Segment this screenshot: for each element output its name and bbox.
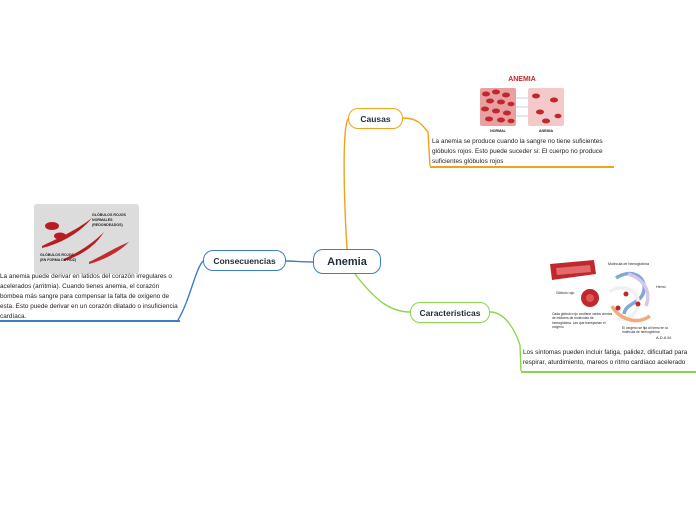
hemoglobin-image: Molécula de hemoglobina Glóbulo rojo Hem… <box>546 256 676 340</box>
label-cell-description: Cada glóbulo rojo contiene varios ciento… <box>552 312 613 329</box>
connector-consecuencias-note <box>177 260 204 321</box>
central-node[interactable]: Anemia <box>313 249 381 274</box>
image-title: ANEMIA <box>508 76 536 83</box>
label-molecule: Molécula de hemoglobina <box>608 262 649 266</box>
label-normal-3: (REDONDEADOS) <box>92 223 124 227</box>
central-label: Anemia <box>327 255 367 268</box>
label-oxygen: El oxígeno se fija al hemo en la molécul… <box>622 326 668 335</box>
connector-caracteristicas <box>354 273 411 313</box>
label-normal-1: GLÓBULOS ROJOS <box>92 212 127 217</box>
label-cell: Glóbulo rojo <box>556 291 574 295</box>
consecuencias-label: Consecuencias <box>213 255 276 266</box>
connector-causas-note <box>402 117 431 167</box>
note-causas-underline <box>430 166 614 168</box>
label-heme: Hemo <box>656 285 666 289</box>
connector-causas <box>343 118 349 250</box>
note-caracteristicas-underline <box>521 371 696 373</box>
note-consecuencias: La anemia puede derivar en latidos del c… <box>0 273 178 320</box>
sickle-cell-image: GLÓBULOS ROJOS NORMALES (REDONDEADOS) GL… <box>34 204 139 274</box>
node-caracteristicas[interactable]: Características <box>410 302 490 323</box>
connector-caracteristicas-note <box>489 311 522 372</box>
label-sickle-2: (EN FORMA DE HOZ) <box>40 258 77 262</box>
node-causas[interactable]: Causas <box>348 108 403 129</box>
label-brand: A.D.A.M. <box>656 335 672 340</box>
connector-consecuencias <box>285 260 314 263</box>
caption-normal: NORMAL <box>490 129 507 133</box>
caracteristicas-label: Características <box>419 307 481 318</box>
caption-anemia: ANEMIA <box>539 129 554 133</box>
node-consecuencias[interactable]: Consecuencias <box>203 250 286 271</box>
note-consecuencias-underline <box>0 320 180 322</box>
label-normal-2: NORMALES <box>92 218 113 222</box>
note-causas: La anemia se produce cuando la sangre no… <box>432 138 603 165</box>
note-caracteristicas: Los síntomas pueden incluir fatiga, pali… <box>523 349 688 366</box>
anemia-comparison-image: ANEMIA NORMAL ANEMIA <box>476 74 568 134</box>
label-sickle-1: GLÓBULOS ROJOS <box>40 252 75 257</box>
causas-label: Causas <box>360 113 391 124</box>
